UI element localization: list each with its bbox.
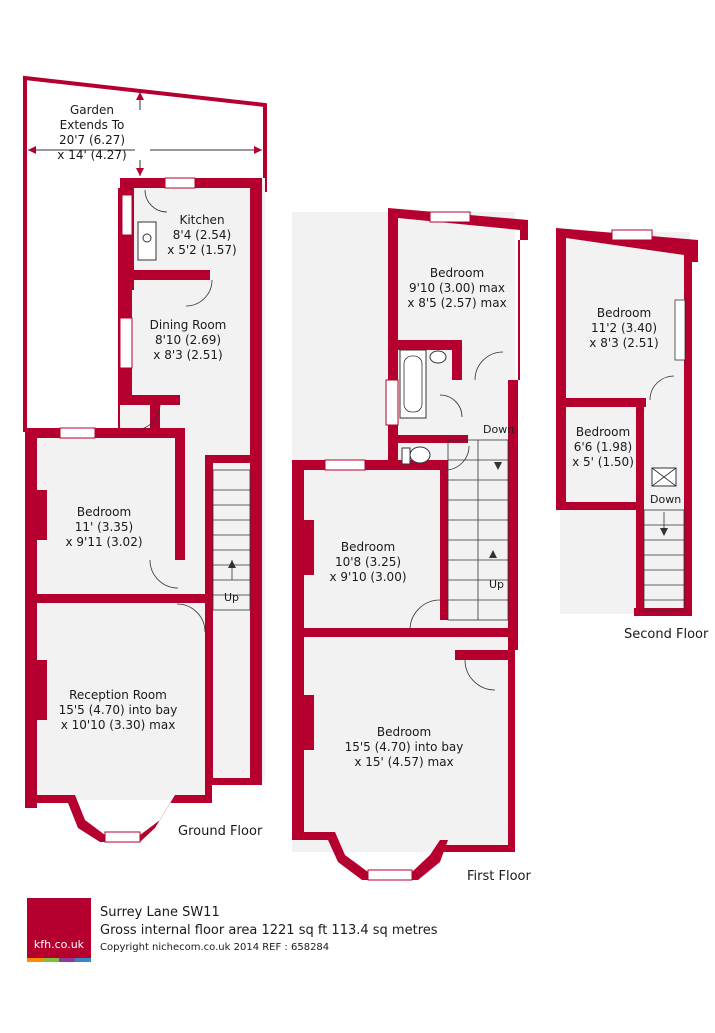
dining-dim2: x 8'3 (2.51) bbox=[153, 348, 223, 362]
kfh-logo: kfh.co.uk bbox=[27, 898, 91, 962]
first-floor-title: First Floor bbox=[467, 869, 531, 884]
second-bed2-name: Bedroom bbox=[575, 425, 631, 439]
ground-floor-title: Ground Floor bbox=[178, 824, 263, 839]
first-bed1-name: Bedroom bbox=[429, 266, 485, 280]
logo-stripe-green bbox=[43, 958, 59, 962]
first-bed3-dim2: x 15' (4.57) max bbox=[354, 755, 454, 769]
kitchen-dim1: 8'4 (2.54) bbox=[172, 228, 232, 242]
second-floor-plan bbox=[556, 228, 698, 616]
second-stairs-down-label: Down bbox=[650, 493, 682, 506]
kitchen-name: Kitchen bbox=[179, 213, 225, 227]
first-bed1-dim1: 9'10 (3.00) max bbox=[408, 281, 506, 295]
second-bed2-dim2: x 5' (1.50) bbox=[572, 455, 634, 469]
garden-dim1: 20'7 (6.27) bbox=[58, 133, 126, 147]
first-bed1-dim2: x 8'5 (2.57) max bbox=[407, 296, 507, 310]
first-floor-plan bbox=[292, 208, 528, 881]
reception-dim2: x 10'10 (3.30) max bbox=[60, 718, 176, 732]
garden-title: Garden bbox=[70, 103, 114, 117]
first-bed3-dim1: 15'5 (4.70) into bay bbox=[344, 740, 464, 754]
kitchen-label: Kitchen 8'4 (2.54) x 5'2 (1.57) bbox=[167, 213, 236, 258]
reception-dim1: 15'5 (4.70) into bay bbox=[58, 703, 178, 717]
kfh-logo-text: kfh.co.uk bbox=[33, 938, 85, 951]
ground-bedroom-dim1: 11' (3.35) bbox=[74, 520, 134, 534]
logo-stripe-blue bbox=[75, 958, 91, 962]
reception-room-label: Reception Room 15'5 (4.70) into bay x 10… bbox=[59, 688, 178, 733]
second-floor-title: Second Floor bbox=[624, 627, 709, 642]
reception-name: Reception Room bbox=[69, 688, 167, 702]
first-bed3-name: Bedroom bbox=[376, 725, 432, 739]
second-bed1-name: Bedroom bbox=[596, 306, 652, 320]
kitchen-dim2: x 5'2 (1.57) bbox=[167, 243, 237, 257]
second-bed2-dim1: 6'6 (1.98) bbox=[573, 440, 633, 454]
footer-info: Surrey Lane SW11 Gross internal floor ar… bbox=[100, 904, 438, 956]
ground-bedroom-label: Bedroom 11' (3.35) x 9'11 (3.02) bbox=[65, 505, 142, 550]
ground-floor-plan bbox=[25, 177, 265, 843]
logo-stripe-orange bbox=[27, 958, 43, 962]
ground-bedroom-name: Bedroom bbox=[76, 505, 132, 519]
dining-room-label: Dining Room 8'10 (2.69) x 8'3 (2.51) bbox=[150, 318, 227, 363]
floor-area: Gross internal floor area 1221 sq ft 113… bbox=[100, 923, 438, 938]
logo-stripe-purple bbox=[59, 958, 75, 962]
first-bed2-name: Bedroom bbox=[340, 540, 396, 554]
first-bedroom-middle-label: Bedroom 10'8 (3.25) x 9'10 (3.00) bbox=[329, 540, 406, 585]
garden-label: Garden Extends To 20'7 (6.27) x 14' (4.2… bbox=[57, 103, 126, 163]
second-bedroom-large-label: Bedroom 11'2 (3.40) x 8'3 (2.51) bbox=[589, 306, 658, 351]
first-bed2-dim2: x 9'10 (3.00) bbox=[329, 570, 407, 584]
property-address: Surrey Lane SW11 bbox=[100, 905, 220, 920]
first-stairs-down-label: Down bbox=[483, 423, 515, 436]
garden-subtitle: Extends To bbox=[59, 118, 125, 132]
first-stairs-up-label: Up bbox=[489, 578, 505, 591]
copyright-ref: Copyright nichecom.co.uk 2014 REF : 6582… bbox=[100, 942, 330, 953]
second-bedroom-small-label: Bedroom 6'6 (1.98) x 5' (1.50) bbox=[572, 425, 634, 470]
dining-dim1: 8'10 (2.69) bbox=[154, 333, 222, 347]
second-bed1-dim2: x 8'3 (2.51) bbox=[589, 336, 659, 350]
first-bedroom-front-label: Bedroom 15'5 (4.70) into bay x 15' (4.57… bbox=[345, 725, 464, 770]
ground-bedroom-dim2: x 9'11 (3.02) bbox=[65, 535, 143, 549]
dining-name: Dining Room bbox=[149, 318, 227, 332]
ground-stairs-up-label: Up bbox=[224, 591, 240, 604]
first-bedroom-rear-label: Bedroom 9'10 (3.00) max x 8'5 (2.57) max bbox=[407, 266, 506, 311]
second-bed1-dim1: 11'2 (3.40) bbox=[590, 321, 658, 335]
garden-dim2: x 14' (4.27) bbox=[57, 148, 127, 162]
first-bed2-dim1: 10'8 (3.25) bbox=[334, 555, 402, 569]
